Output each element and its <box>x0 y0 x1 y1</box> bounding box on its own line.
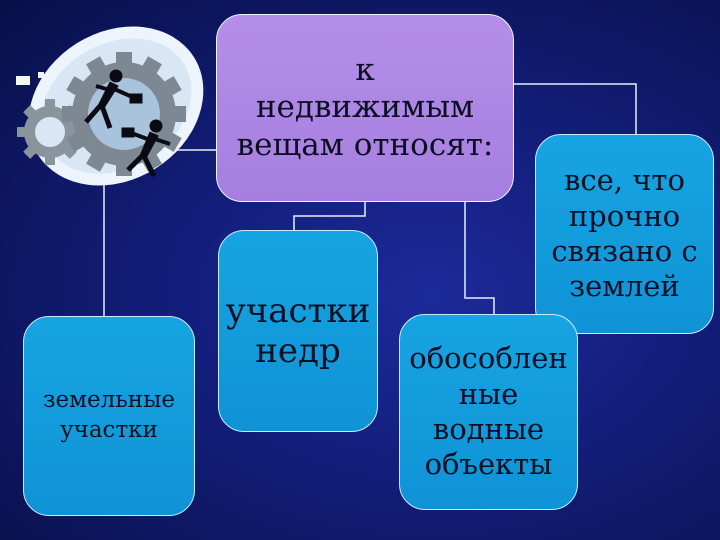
node-connected-to-land-label: все, что прочно связано с землей <box>551 163 698 304</box>
node-subsoil: участки недр <box>218 230 378 432</box>
node-land-plots-label: земельные участки <box>42 387 176 443</box>
node-land-plots: земельные участки <box>23 316 195 516</box>
connector-root-to-right <box>514 83 637 134</box>
node-water-objects-label: обособлен ные водные объекты <box>409 341 568 482</box>
node-water-objects: обособлен ные водные объекты <box>399 314 578 510</box>
root-node: к недвижимым вещам относят: <box>216 14 514 202</box>
root-node-label: к недвижимым вещам относят: <box>236 52 494 163</box>
node-subsoil-label: участки недр <box>225 290 371 371</box>
connector-root-to-water <box>464 202 495 314</box>
connector-root-to-subsoil <box>293 202 366 230</box>
gears-clipart-icon <box>16 26 204 186</box>
node-connected-to-land: все, что прочно связано с землей <box>535 134 714 334</box>
